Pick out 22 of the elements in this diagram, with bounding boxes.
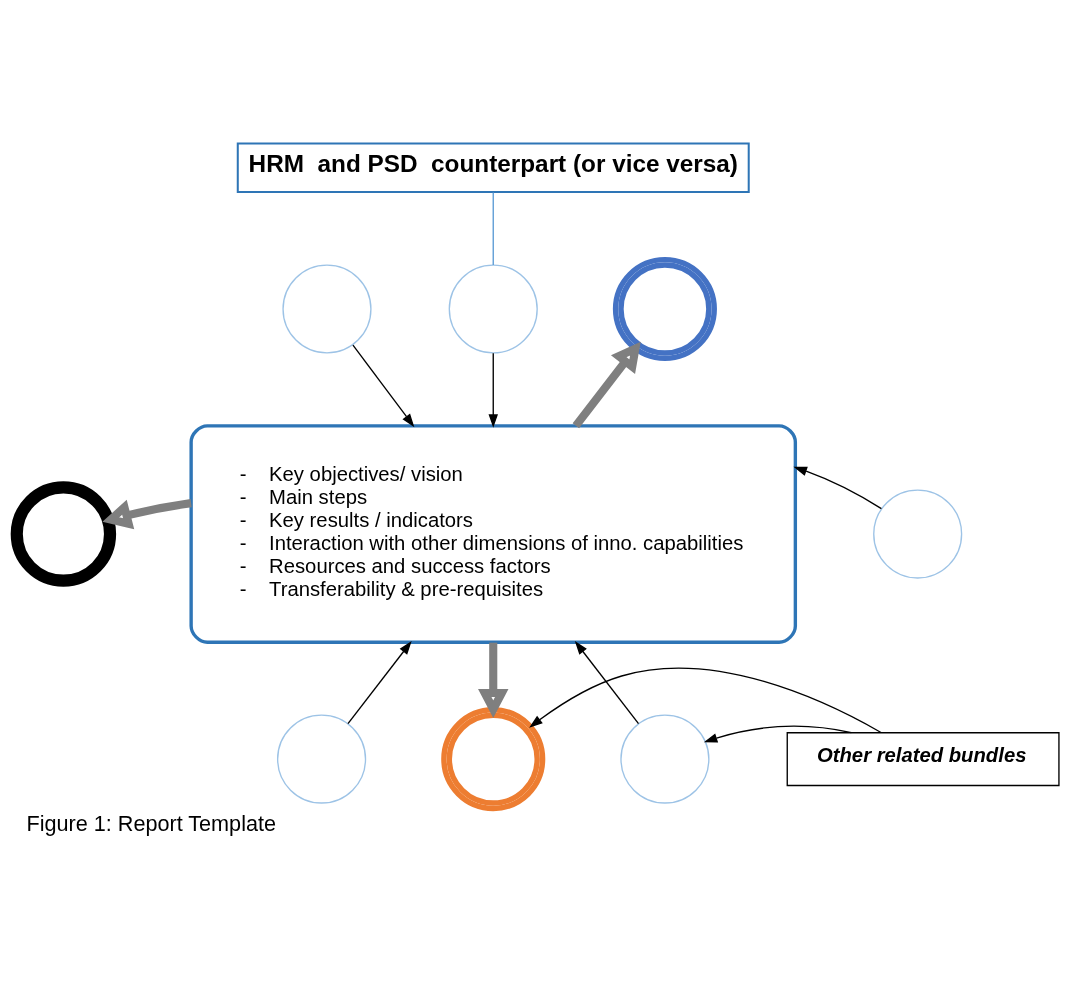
caption: Figure 1: Report Template — [26, 811, 276, 837]
node-circle — [282, 264, 372, 354]
node-box: HRM and PSD counterpart (or vice versa) — [236, 142, 750, 194]
node-circle — [276, 714, 367, 804]
arrow — [572, 341, 641, 429]
node-circle — [612, 256, 717, 362]
arrow — [478, 642, 509, 718]
arrow — [793, 466, 883, 510]
arrow — [347, 641, 412, 725]
arrow — [529, 667, 882, 734]
node-box: Other related bundles — [786, 732, 1060, 787]
node-circle — [873, 489, 963, 579]
node-circle — [620, 714, 710, 804]
node-circle — [10, 481, 117, 587]
node-box: - Key objectives/ vision - Main steps - Key results / indicators - Interaction with other dimensions of inno. capabilities - Resources and success factors - Transferability & pre-requisites — [189, 424, 798, 644]
arrow — [488, 352, 498, 428]
arrow — [102, 499, 192, 530]
arrow — [352, 344, 415, 428]
connector — [492, 191, 494, 266]
node-circle — [448, 264, 538, 354]
arrow — [703, 725, 853, 743]
arrow — [574, 641, 640, 725]
